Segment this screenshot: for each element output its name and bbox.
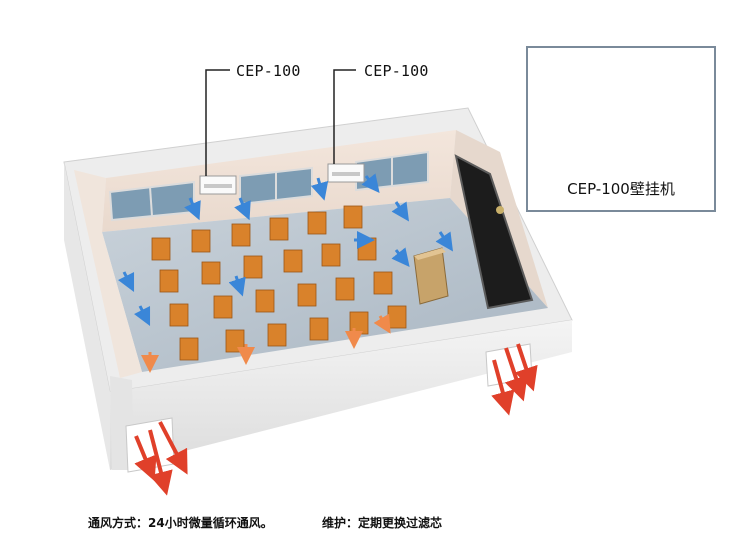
windows (108, 150, 429, 222)
exhaust-vent-right (485, 343, 538, 416)
desk-grid (151, 205, 407, 361)
fresh-air-arrows (117, 173, 453, 327)
unit-label-right: CEP-100 (364, 62, 429, 80)
leader-lines (205, 69, 356, 176)
unit-label-left: CEP-100 (236, 62, 301, 80)
exhaust-vent-left (125, 417, 188, 496)
wall-unit-left (199, 175, 237, 195)
maintenance-note: 维护：定期更换过滤芯 (322, 516, 443, 530)
wall-unit-right (327, 163, 365, 183)
device-inset-panel: CEP-100壁挂机 (526, 46, 716, 212)
inset-caption: CEP-100壁挂机 (567, 180, 675, 198)
blackboard (454, 154, 534, 310)
recirculation-arrows (141, 313, 391, 373)
podium (413, 247, 449, 305)
ventilation-note: 通风方式：24小时微量循环通风。 (88, 516, 273, 530)
